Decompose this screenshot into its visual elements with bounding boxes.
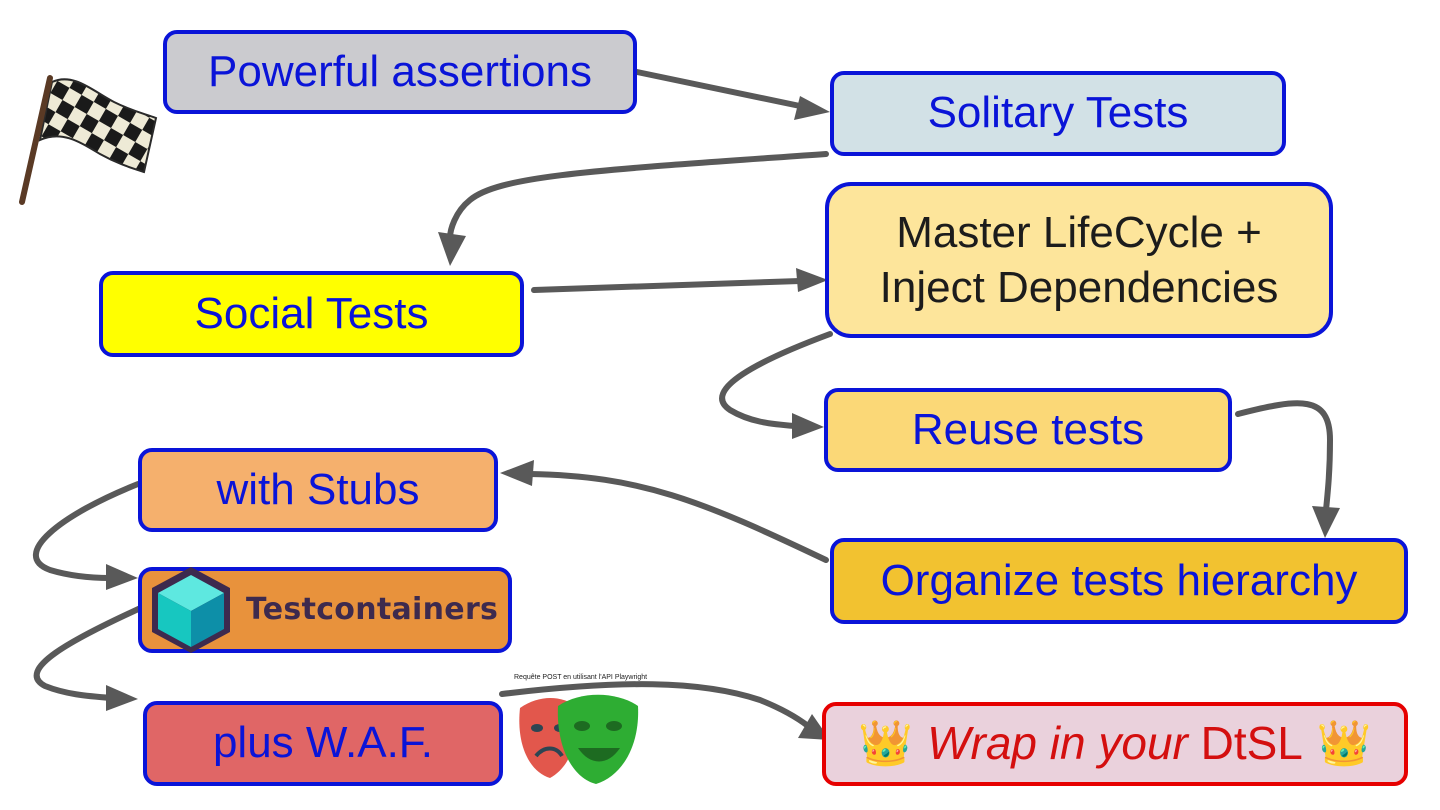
- wrap-label-normal: DtSL: [1200, 717, 1303, 770]
- testcontainers-logo-text: Testcontainers: [246, 592, 499, 627]
- playwright-masks-icon: [519, 694, 639, 784]
- arrowhead: [438, 232, 466, 266]
- arrowhead: [794, 96, 830, 120]
- wrap-label: Wrap in your DtSL: [927, 716, 1303, 771]
- arrow-waf-to-dtsl: [499, 681, 811, 729]
- crown-icon: 👑: [1316, 718, 1372, 768]
- arrow-stubs-to-testcontainers: [33, 481, 141, 581]
- node-label: Social Tests: [194, 288, 429, 338]
- arrow-master-to-reuse: [719, 331, 833, 429]
- node-master-lifecycle: Master LifeCycle + Inject Dependencies: [825, 182, 1333, 338]
- arrowhead: [500, 460, 534, 486]
- node-label: Organize tests hierarchy: [880, 555, 1358, 605]
- arrowhead: [106, 564, 138, 590]
- node-label: plus W.A.F.: [212, 718, 434, 768]
- node-label: Solitary Tests: [927, 88, 1189, 138]
- crown-icon: 👑: [858, 718, 914, 768]
- node-reuse-tests: Reuse tests: [824, 388, 1232, 472]
- arrow-social-to-master: [531, 278, 803, 293]
- arrow-reuse-to-organize: [1235, 400, 1334, 513]
- node-label-line2: Inject Dependencies: [879, 263, 1279, 312]
- wrap-label-italic: Wrap in your: [927, 717, 1188, 770]
- arrow-testcontainers-to-waf: [33, 603, 148, 701]
- arrowhead: [796, 268, 828, 292]
- node-organize-hierarchy: Organize tests hierarchy: [830, 538, 1408, 624]
- node-label-line1: Master LifeCycle +: [896, 208, 1262, 257]
- node-solitary-tests: Solitary Tests: [830, 71, 1286, 156]
- node-powerful-assertions: Powerful assertions: [163, 30, 637, 114]
- arrowhead: [106, 685, 138, 711]
- node-label: Powerful assertions: [208, 46, 592, 96]
- node-social-tests: Social Tests: [99, 271, 524, 357]
- testcontainers-cube-icon: [152, 567, 230, 653]
- checkered-flag-icon: [19, 75, 158, 205]
- arrowhead: [792, 413, 824, 439]
- arrow-assertions-to-solitary: [634, 69, 803, 109]
- arrow-organize-to-stubs: [527, 471, 829, 563]
- arrow-solitary-to-social: [447, 151, 829, 241]
- node-label: Reuse tests: [911, 404, 1145, 454]
- node-label: with Stubs: [216, 464, 420, 514]
- node-wrap-dtsl: 👑 Wrap in your DtSL 👑: [822, 702, 1408, 786]
- node-with-stubs: with Stubs: [138, 448, 498, 532]
- playwright-caption: Requête POST en utilisant l'API Playwrig…: [514, 674, 648, 681]
- node-plus-waf: plus W.A.F.: [143, 701, 503, 786]
- arrowhead: [1312, 506, 1340, 538]
